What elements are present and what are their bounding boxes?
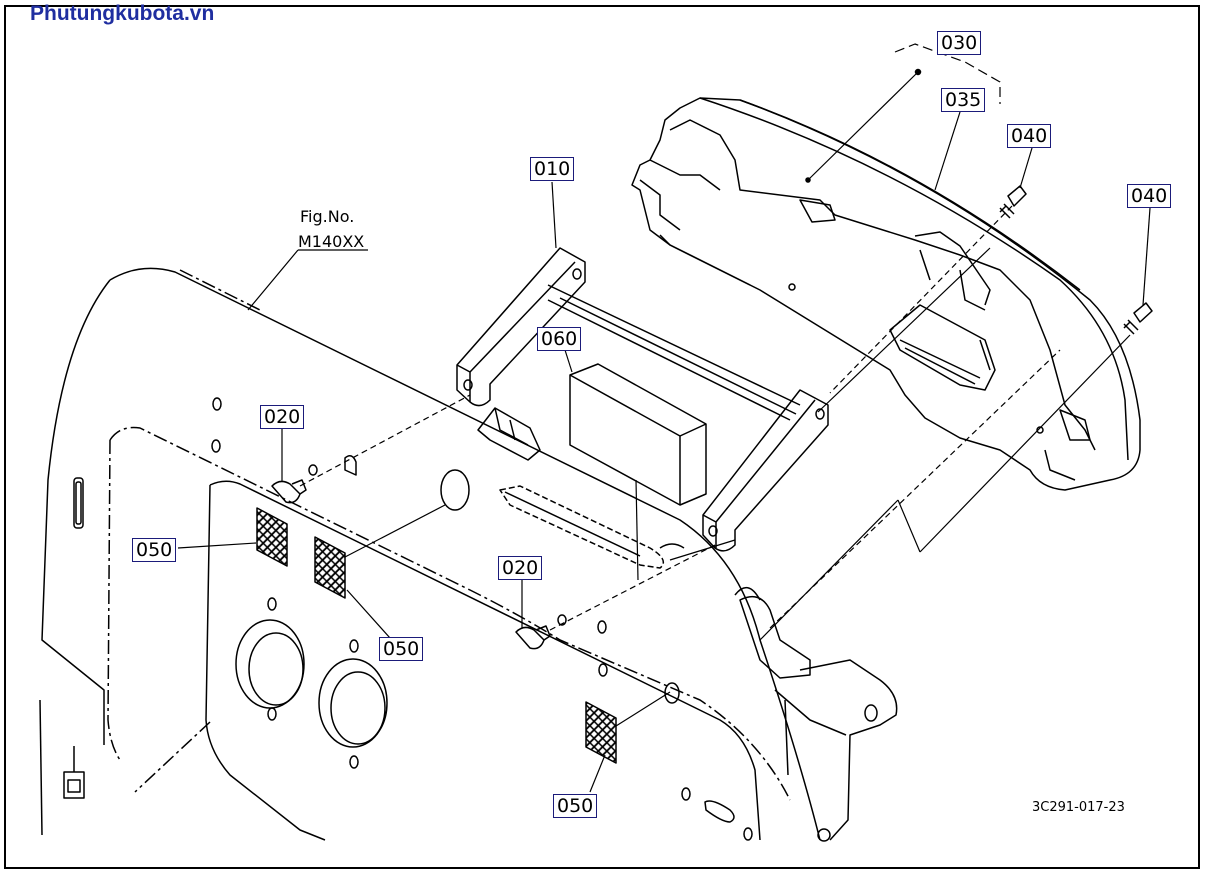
callout-050-b: 050 [379,637,424,661]
leader-lines [177,43,1151,793]
callout-020-a: 020 [260,405,305,429]
bracket-mount [659,543,898,842]
callout-050-a: 050 [132,538,177,562]
screw-040-a [999,185,1027,219]
drawing-code: 3C291-017-23 [1032,800,1125,815]
panel-outline [39,267,821,841]
drawing-frame [4,5,1200,869]
figure-number: M140XX [298,232,365,251]
watermark: Phutungkubota.vn [30,2,215,25]
pad-050-a [256,507,288,567]
pad-050-c [585,701,617,764]
callout-030: 030 [937,31,982,55]
figure-label: Fig.No. [300,207,355,226]
callout-060: 060 [537,327,582,351]
callout-040-b: 040 [1127,184,1172,208]
screw-020-b [515,614,567,650]
callout-035: 035 [941,88,986,112]
meter-assembly [631,97,1141,491]
clip-part [477,407,541,461]
bracket-010 [456,247,829,552]
pad-050-b [314,536,346,599]
callout-010: 010 [530,157,575,181]
callout-040-a: 040 [1007,124,1052,148]
screw-020-a [271,455,357,504]
callout-020-b: 020 [498,556,543,580]
module-060 [569,363,707,506]
callout-050-c: 050 [553,794,598,818]
screw-040-b [1123,302,1153,335]
